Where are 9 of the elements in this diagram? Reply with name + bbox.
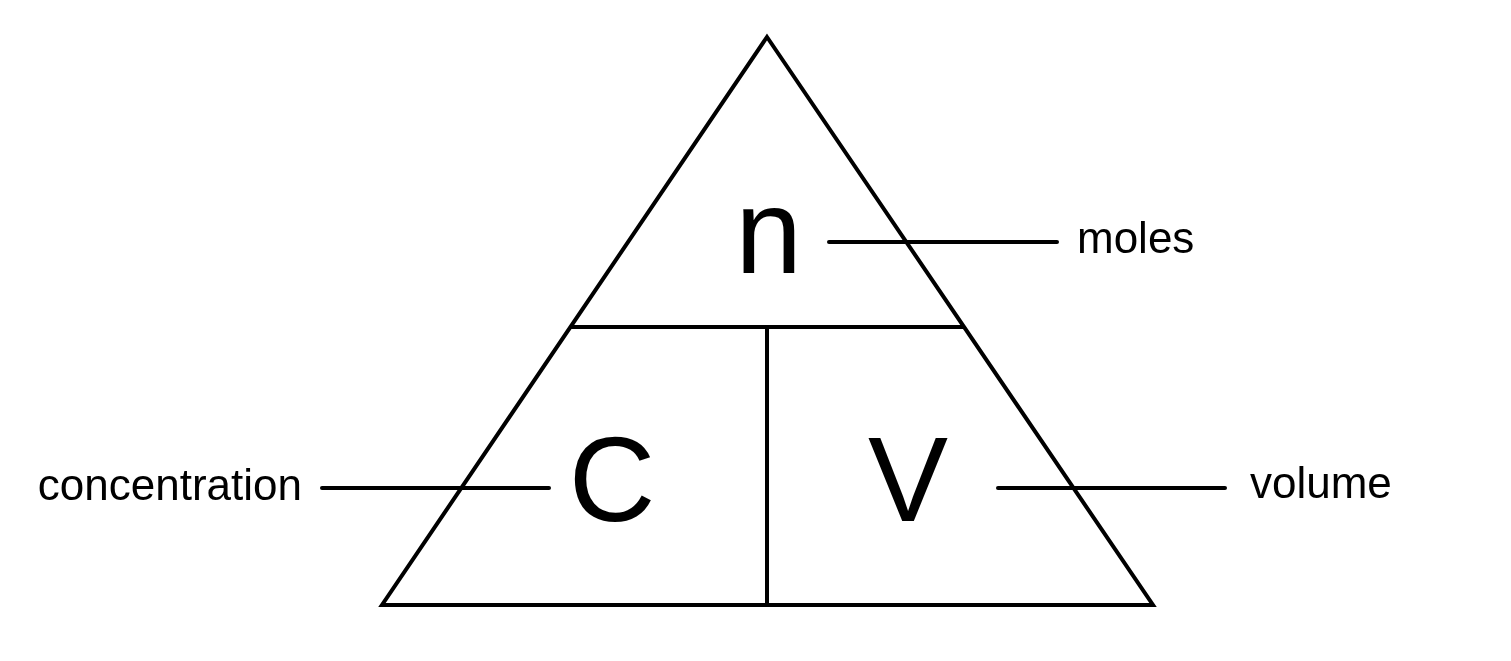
leader-line	[827, 240, 1059, 244]
quantity-label: concentration	[37, 463, 302, 507]
variable-letter: V	[867, 419, 948, 539]
variable-letter: C	[568, 419, 656, 539]
variable-letter: n	[735, 171, 802, 291]
quantity-label: volume	[1250, 461, 1392, 505]
leader-line	[320, 486, 551, 490]
quantity-label: moles	[1077, 216, 1195, 260]
leader-line	[996, 486, 1227, 490]
